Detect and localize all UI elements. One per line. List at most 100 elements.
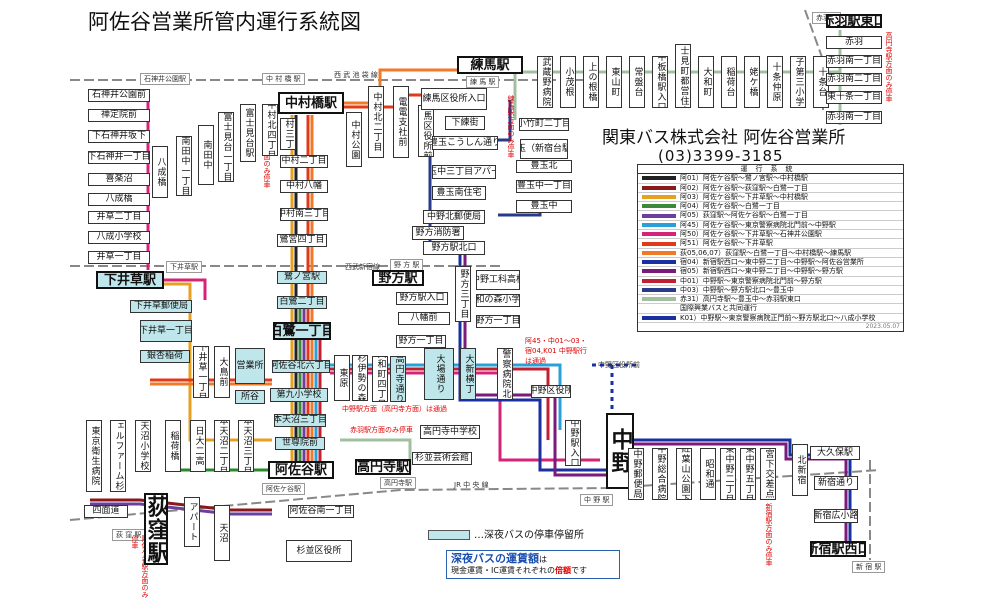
legend-route-text: 赤31）高円寺駅～豊玉中～赤羽駅東口 [680,295,801,304]
legend-route-text: 中01）中野駅～東京警察病院北門前～野方駅 [680,276,822,285]
bus-stop-s44: 下井草一丁目 [140,320,192,342]
legend-swatch [642,195,676,200]
bus-stop-s72: 豊玉北 [516,160,572,173]
legend-row: 阿50）阿佐ケ谷駅～下井草駅～石神井公園駅 [638,230,903,240]
bus-stop-s57: 高円寺中学校 [420,425,480,439]
bus-stop-s107: 新宿駅西口 [810,541,866,557]
note-nakanokuyakusho: 中野区役所前 [598,361,640,369]
bus-stop-s112: 阿佐谷南一丁目 [288,505,354,518]
bus-stop-s85: 稲荷台 [721,56,737,108]
bus-stop-s79: 上の根橋 [583,56,599,108]
legend-row: K01）中野駅～東京警察病院正門前～野方駅北口～八成小学校 [638,313,903,324]
bus-stop-s18: 電電支社前 [393,86,409,158]
legend-swatch [642,213,676,218]
legend-route-text: 阿04）阿佐ケ谷駅～白鷺一丁目 [680,202,780,211]
legend-row: 阿45）阿佐ケ谷駅～東京警察病院北門前～中野駅 [638,220,903,231]
bus-stop-s63: 野方一丁目 [396,335,446,348]
legend-swatch [642,306,676,311]
bus-stop-s8: 八成小学校 [88,231,150,244]
bus-stop-s48: 営業所 [235,348,265,384]
bus-stop-s96: 中野郵便局 [628,448,644,500]
legend-route-text: 阿05）荻窪駅～阿佐ケ谷駅～白鷺一丁目 [680,211,808,220]
bus-stop-s106: 新宿広小路 [814,509,858,523]
legend-route-text: 中03）中野駅～野方駅北口～豊玉中 [680,285,794,294]
legend-row: 赤31）高円寺駅～豊玉中～赤羽駅東口 [638,295,903,305]
bus-stop-s46: 下井草一丁目 [193,346,209,398]
legend-route-text: 荻05,06,07）荻窪駅～白鷺一丁目～中村橋駅～練馬駅 [680,248,852,257]
legend-swatch [642,204,676,209]
bus-stop-s50: 東原 [334,355,350,401]
bus-stop-s87: 十条仲原 [767,56,783,108]
legend-header: 運行系統 [638,165,903,175]
bus-stop-s71: 練馬駅 [457,56,523,74]
bus-stop-s47: 大鳥前 [214,346,230,398]
bus-stop-s76: 小竹町二丁目 [519,118,569,131]
company-name: 関東バス株式会社 阿佐谷営業所 [602,128,846,148]
bus-stop-s21: 下練街 [445,116,485,130]
legend-rows: 阿01）阿佐ケ谷駅～鷺ノ宮駅～中村橋駅阿02）阿佐ケ谷駅～荻窪駅～白鷺一丁目阿0… [638,174,903,324]
legend-date: 2023.05.07 [865,323,900,331]
bus-stop-s4: 下石神井一丁目 [88,151,150,164]
rail-station-nerima: 練 馬 駅 [466,76,500,88]
bus-stop-s100: 東中野二丁目 [720,448,736,500]
bus-stop-s73: 豊玉中一丁目 [516,180,572,193]
legend-route-text: 阿51）阿佐ケ谷駅～下井草駅 [680,239,773,248]
bus-stop-s75: 豊玉（新宿台駅） [520,139,568,159]
bus-stop-s80: 東山町 [606,56,622,108]
bus-stop-s90: 赤羽駅東口 [826,14,882,28]
bus-stop-s14: 富士見台駅 [240,104,256,162]
bus-stop-s116: 天沼小学校 [135,420,151,472]
legend-row: 阿05）荻窪駅～阿佐ケ谷駅～白鷺一丁目 [638,211,903,221]
legend-route-text: 阿02）阿佐ケ谷駅～荻窪駅～白鷺一丁目 [680,183,808,192]
bus-stop-s82: 中板橋駅入口 [652,56,668,108]
bus-stop-s35: 白鷺二丁目 [277,296,327,309]
legend-row: 中01）中野駅～東京警察病院北門前～野方駅 [638,277,903,286]
bus-stop-s22: 豊玉こうしん通り [432,136,498,150]
bus-stop-s15: 中村北四丁目 [262,104,278,156]
legend-row: 阿51）阿佐ケ谷駅～下井草駅 [638,239,903,249]
bus-stop-s27: 野方駅北口 [423,241,485,255]
night-bus-key: …深夜バスの停車停留所 [428,526,584,541]
bus-stop-s33: 鷺宮四丁目 [277,234,327,247]
bus-stop-s28: 中村橋駅 [278,92,344,114]
bus-stop-s43: 下井草郵便局 [130,300,192,313]
bus-stop-s64: 野方三丁目 [455,266,471,322]
note-tsuuka: 中野駅方面（高円寺方面）は通過 [342,405,447,413]
bus-stop-s20: 練馬区役所入口 [421,88,487,110]
bus-stop-s86: 姥ケ橋 [744,56,760,108]
bus-stop-s119: 本天沼二丁目 [214,420,230,472]
bus-stop-s29: 中村三丁目 [280,118,296,150]
bus-stop-s74: 豊玉中 [516,200,572,213]
fare-double: 倍額 [554,566,571,575]
bus-stop-s84: 大和町 [698,56,714,108]
bus-stop-s1: 石神井公園前 [88,89,150,102]
bus-stop-s92: 赤羽南一丁目 [826,55,882,68]
bus-stop-s97: 中野総合病院 [652,448,668,500]
bus-stop-s9: 井草一丁目 [88,251,150,264]
bus-stop-s88: 王子第三小学校 [790,56,806,108]
bus-stop-s104: 大久保駅 [810,446,860,460]
legend-swatch [642,260,676,265]
bus-stop-s67: 野方一丁目 [476,315,520,328]
legend-route-text: 宿04）新宿駅西口～東中野二丁目～中野駅～阿佐谷営業所 [680,257,864,266]
bus-stop-s101: 東中野五丁目 [740,448,756,500]
bus-stop-s37: 阿佐谷北六丁目 [272,360,330,373]
bus-stop-s111: アパート [184,497,200,547]
bus-stop-s93: 赤羽南二丁目 [826,73,882,86]
legend-swatch [642,269,676,274]
note-keisatsu: 阿45・中01～03・宿04,K01 中野駅行は通過 [525,337,587,365]
legend-swatch [642,241,676,246]
bus-stop-s83: 富士見町都営住宅 [675,44,691,108]
bus-stop-s56: 東京警察病院北門前 [497,348,513,400]
bus-stop-s12: 南田中一丁目 [176,136,192,196]
bus-stop-s36: 白鷺一丁目 [273,322,331,340]
bus-stop-s7: 井草二丁目 [88,211,150,224]
bus-stop-s62: 八幡前 [398,312,450,325]
legend-row: 宿04）新宿駅西口～東中野二丁目～中野駅～阿佐谷営業所 [638,257,903,268]
legend-route-text: 阿45）阿佐ケ谷駅～東京警察病院北門前～中野駅 [680,220,836,229]
route-legend: 運行系統 阿01）阿佐ケ谷駅～鷺ノ宮駅～中村橋駅阿02）阿佐ケ谷駅～荻窪駅～白鷺… [637,164,904,333]
bus-stop-s10: 八成橋 [152,146,168,198]
bus-stop-s68: 中野区役所 [531,385,571,398]
bus-stop-s69: 中野駅入口 [565,420,581,466]
legend-route-text: K01）中野駅～東京警察病院正門前～野方駅北口～八成小学校 [680,313,876,322]
